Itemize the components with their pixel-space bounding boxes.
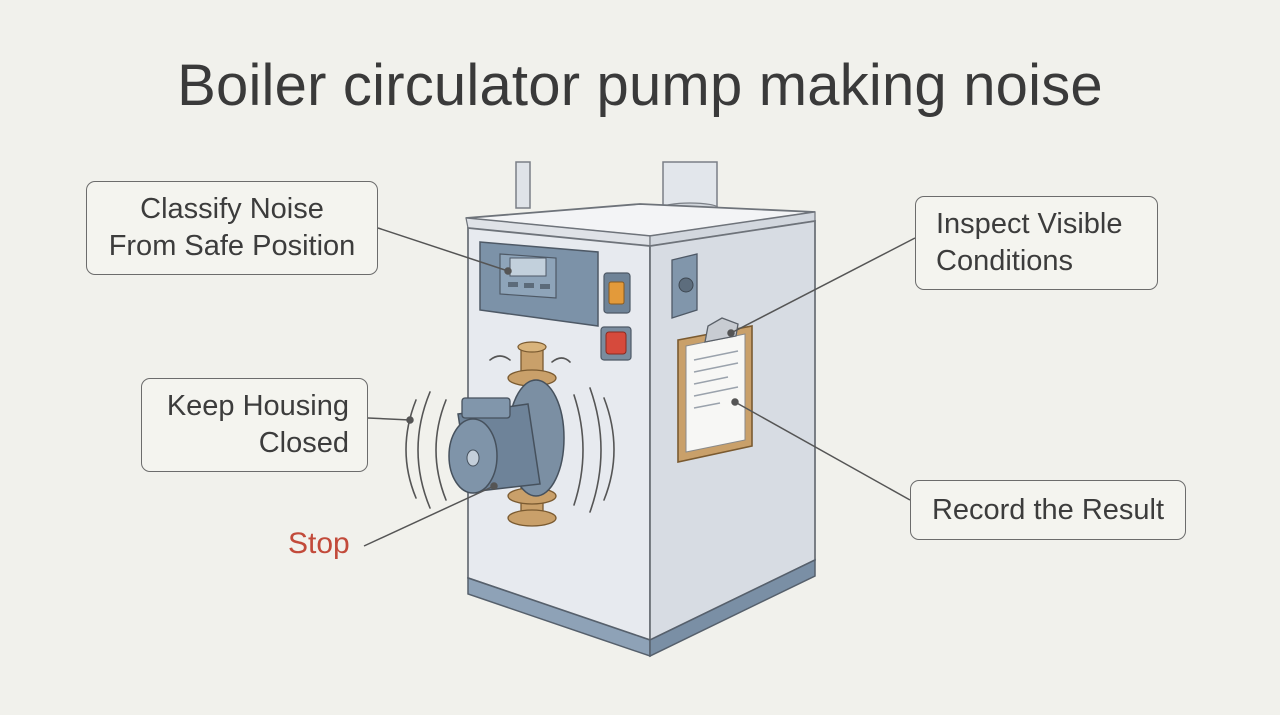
control-panel-icon <box>479 241 599 327</box>
callout-text-line2: Closed <box>258 427 349 459</box>
callout-text-line1: Inspect Visible <box>936 208 1123 240</box>
callout-keep-housing-closed: Keep Housing Closed <box>141 378 368 472</box>
callout-inspect-visible-conditions: Inspect Visible Conditions <box>915 196 1158 290</box>
circulator-pump-icon <box>448 341 565 527</box>
callout-classify-noise: Classify Noise From Safe Position <box>86 181 378 275</box>
callout-text-line2: Conditions <box>936 245 1074 277</box>
emergency-button-icon <box>600 326 632 361</box>
side-switch-icon <box>671 253 698 319</box>
power-switch-icon <box>603 272 631 314</box>
clipboard-icon <box>677 317 753 463</box>
callout-text-line2: From Safe Position <box>108 230 356 262</box>
callout-text-line1: Keep Housing <box>166 390 349 422</box>
stop-label: Stop <box>288 527 350 560</box>
callout-record-the-result: Record the Result <box>910 480 1186 540</box>
leader-lines <box>363 227 916 547</box>
callout-text-line1: Classify Noise <box>140 193 324 225</box>
callout-text-line1: Record the Result <box>931 493 1165 526</box>
page-title: Boiler circulator pump making noise <box>177 53 1103 118</box>
vibration-lines-icon <box>405 355 615 513</box>
